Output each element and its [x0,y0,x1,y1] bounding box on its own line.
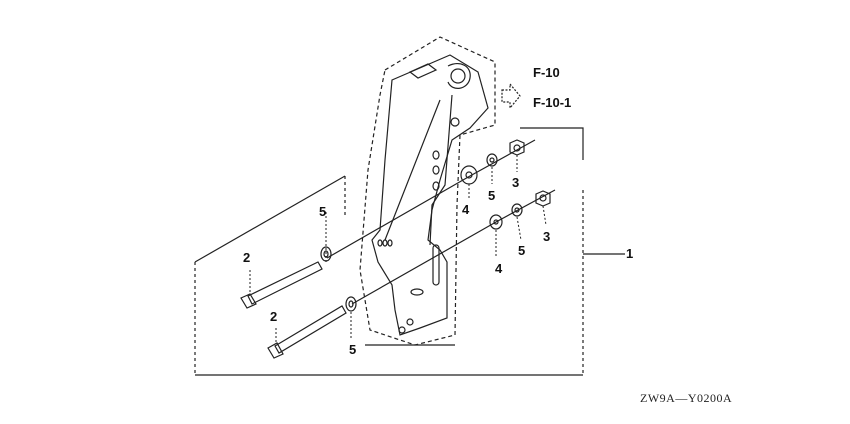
washer-5 [486,153,498,167]
bolt-upper [240,261,323,309]
washer-4 [489,214,503,230]
callout-part-1: 1 [626,246,634,261]
callout-frame [520,127,584,160]
washer-5 [345,296,357,312]
callout-part-5: 5 [319,204,327,219]
nut-3 [535,190,551,207]
diagram-code: ZW9A—Y0200A [640,391,733,405]
callout-part-2: 2 [270,309,278,324]
callout-part-4: 4 [462,202,470,217]
callout-part-4: 4 [495,261,503,276]
reference-f-10[interactable]: F-10 [533,65,560,80]
hollow-right-arrow-icon [501,82,521,110]
callout-part-3: 3 [543,229,551,244]
bracket-phantom-outline [359,36,496,346]
bracket [371,54,489,336]
callout-part-5: 5 [349,342,357,357]
washer-5 [511,203,523,217]
callout-part-2: 2 [243,250,251,265]
washer-4 [460,165,478,185]
callout-part-5: 5 [488,188,496,203]
reference-f-10-1[interactable]: F-10-1 [533,95,572,110]
bolt-lower [267,305,347,359]
callout-part-3: 3 [512,175,520,190]
nut-3 [509,139,525,156]
callout-part-5: 5 [518,243,526,258]
